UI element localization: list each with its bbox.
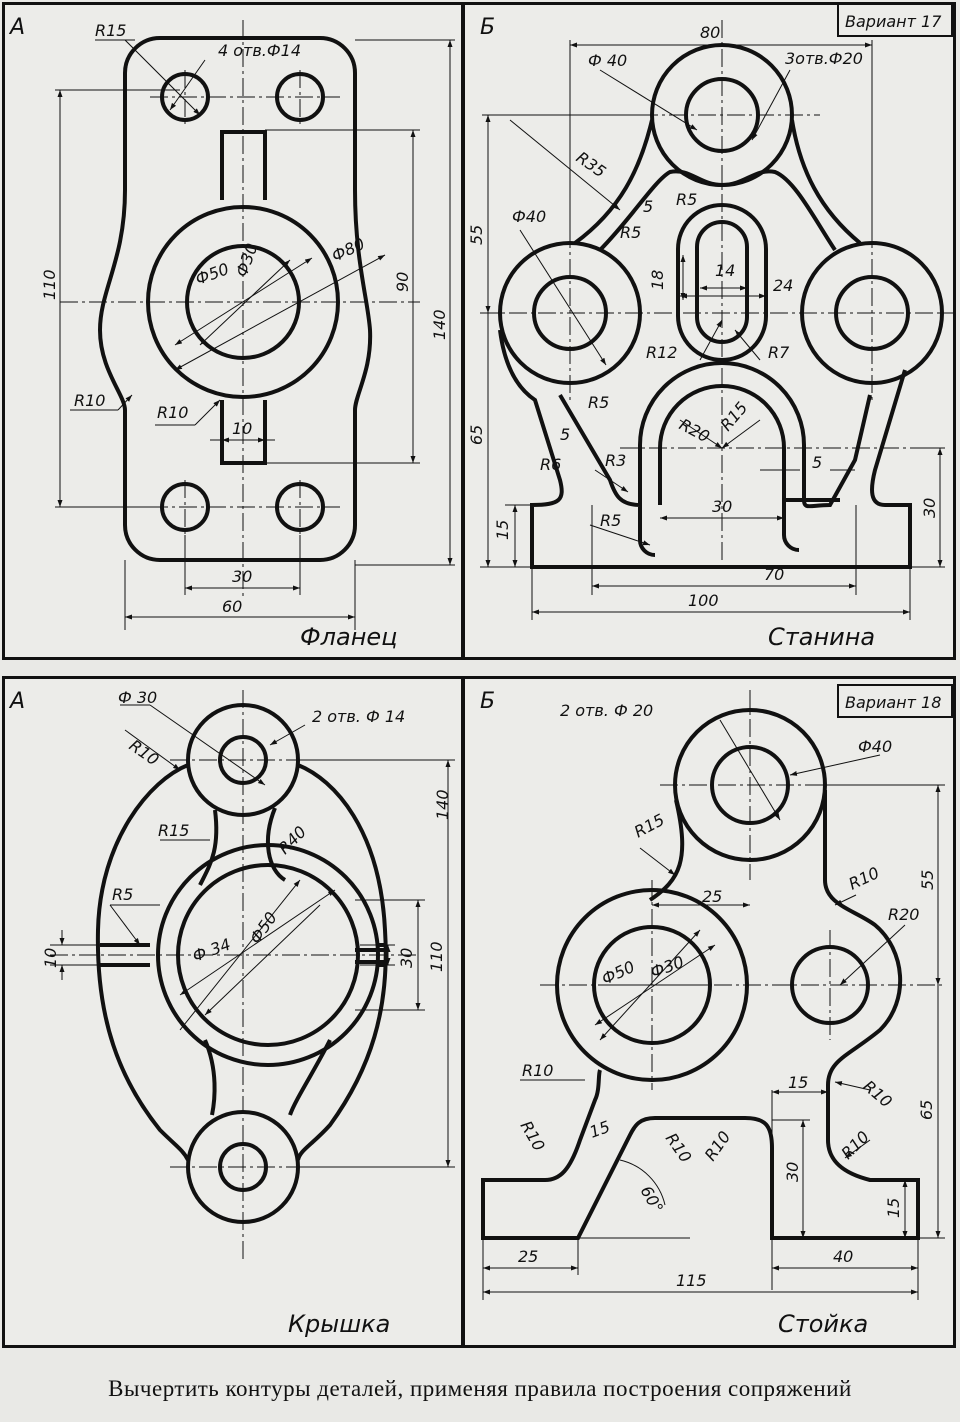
dim-label: 14 [715,261,735,280]
dim-label: R3 [605,451,626,470]
dim-label: 40 [833,1247,853,1266]
dim-label: 110 [427,941,446,972]
dim-label: 30 [232,567,252,586]
flange-drawing [55,20,455,630]
dim-label: 115 [676,1271,707,1290]
dim-label: 80 [700,23,720,42]
dim-label: 5 [812,453,822,472]
dim-label: 110 [40,269,59,300]
dim-label: 18 [648,270,667,290]
flange-title: Фланец [300,623,398,651]
dim-label: R10 [859,1077,895,1112]
panel-stanina [462,2,956,660]
dim-label: R5 [600,511,621,530]
dim-label: R10 [701,1128,735,1165]
dim-label: R10 [74,391,105,410]
dim-label: R10 [157,403,188,422]
dim-label: 140 [433,789,452,820]
dim-label: R5 [620,223,641,242]
stoika-letter: Б [480,689,495,714]
dim-label: 25 [518,1247,538,1266]
dim-label: R12 [646,343,677,362]
stanina-drawing [480,3,955,620]
variant-label: Вариант 17 [845,12,942,31]
dim-label: 30 [783,1162,802,1182]
dim-label: 90 [393,272,412,292]
dim-label: 55 [918,870,937,890]
dim-label: 10 [232,419,252,438]
dim-label: R6 [540,455,561,474]
stoika-title: Стойка [778,1310,868,1338]
dim-label: 15 [493,520,512,540]
dim-label: Ф 30 [118,688,157,707]
dim-label: R10 [522,1061,553,1080]
dim-label: R5 [676,190,697,209]
dim-label: 24 [773,276,793,295]
dim-label: 70 [764,565,784,584]
stanina-letter: Б [480,15,495,40]
dim-label: 65 [467,425,486,445]
dim-label: 30 [920,498,939,518]
stanina-title: Станина [768,623,875,651]
dim-label: 4 отв.Ф14 [218,41,301,60]
dim-label: 60 [222,597,242,616]
dim-label: Ф80 [329,234,368,266]
panel-kryshka [2,676,464,1348]
dim-label: Ф40 [858,737,892,756]
dim-label: R20 [676,415,713,447]
dim-label: 2 отв. Ф 14 [312,707,405,726]
dim-label: Ф 34 [190,934,233,965]
dim-label: Ф 40 [588,51,627,70]
dim-label: R10 [846,863,883,894]
dim-label: R5 [588,393,609,412]
dim-label: R15 [95,21,126,40]
dim-label: R10 [517,1118,549,1155]
dim-label: Ф50 [599,957,638,989]
dim-label: 100 [688,591,719,610]
dim-label: R15 [158,821,189,840]
dim-label: R15 [631,810,668,842]
dim-label: Ф40 [512,207,546,226]
dim-label: 10 [41,948,60,968]
dim-label: 140 [430,309,449,340]
kryshka-title: Крышка [288,1310,390,1338]
dim-label: 5 [643,197,653,216]
stoika-drawing [481,684,953,1300]
dim-label: 55 [467,225,486,245]
dim-label: R10 [662,1129,696,1166]
dim-label: 60° [637,1183,668,1217]
kryshka-letter: А [8,689,25,714]
kryshka-drawing [50,690,455,1260]
dim-label: 15 [788,1073,808,1092]
dim-label: R5 [112,885,133,904]
dim-label: 30 [712,497,732,516]
dim-label: R20 [888,905,919,924]
dim-label: 15 [884,1198,903,1218]
dim-label: 3отв.Ф20 [785,49,863,68]
dim-label: 5 [560,425,570,444]
dim-label: 15 [587,1117,613,1142]
dim-label: Ф50 [193,259,232,289]
flange-letter: А [8,15,25,40]
dim-label: 25 [702,887,722,906]
dim-label: 30 [397,948,416,968]
dim-label: R10 [126,736,163,770]
dim-label: R7 [768,343,790,362]
instruction-caption: Вычертить контуры деталей, применяя прав… [108,1376,852,1401]
dim-label: 2 отв. Ф 20 [560,701,653,720]
dim-label: 65 [917,1100,936,1120]
dim-label: R10 [837,1127,873,1163]
variant-label: Вариант 18 [845,693,941,712]
